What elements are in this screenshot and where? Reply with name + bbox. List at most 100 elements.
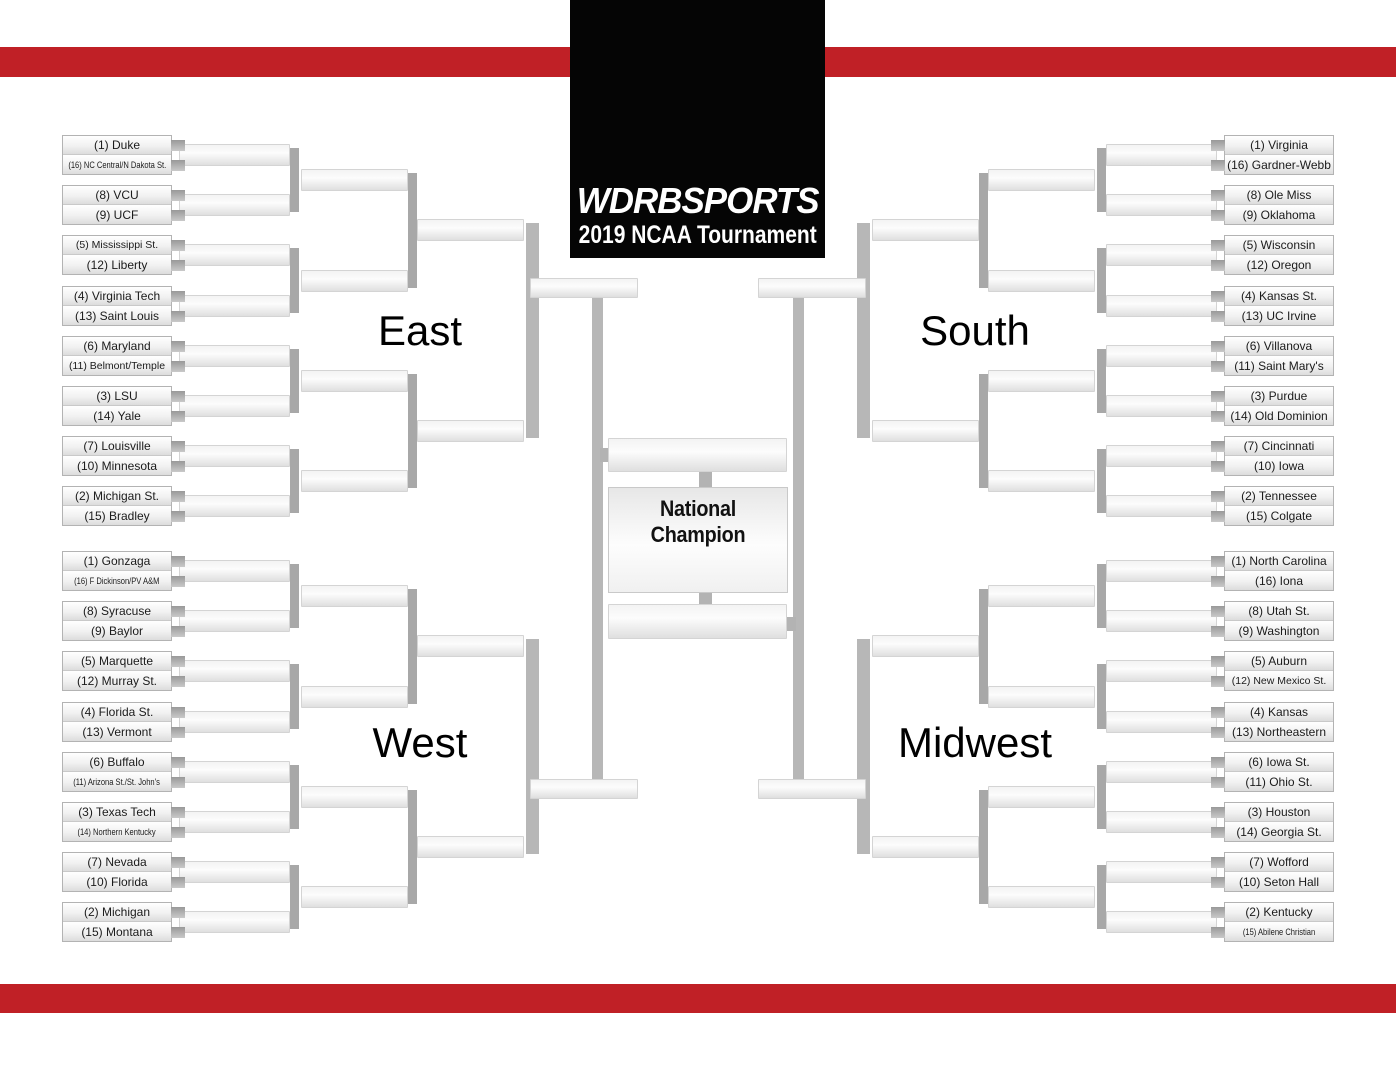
team-tab <box>1211 311 1225 322</box>
finalist-slot-top <box>608 438 787 472</box>
team-label: (12) New Mexico St. <box>1231 674 1327 687</box>
team-row: (15) Bradley <box>63 506 171 525</box>
team-row: (16) NC Central/N Dakota St. <box>63 155 171 174</box>
team-label: (16) F Dickinson/PV A&M <box>74 575 160 586</box>
team-label: (15) Montana <box>81 924 153 939</box>
sweet16-bar <box>301 169 408 191</box>
team-row: (3) Texas Tech <box>63 803 171 822</box>
elbow-connector <box>290 564 299 628</box>
team-tab <box>171 606 185 617</box>
team-label: (5) Mississippi St. <box>75 239 159 251</box>
team-row: (1) Duke <box>63 136 171 155</box>
sweet16-bar <box>301 585 408 607</box>
team-tab <box>171 877 185 888</box>
elbow-connector <box>408 589 417 704</box>
team-pair: (8) Utah St.(9) Washington <box>1224 601 1334 641</box>
team-tab <box>1211 291 1225 302</box>
team-pair: (2) Michigan (15) Montana <box>62 902 172 942</box>
team-label: (9) Oklahoma <box>1242 207 1316 222</box>
sweet16-bar <box>988 686 1095 708</box>
team-tab <box>171 907 185 918</box>
team-label: (11) Belmont/Temple <box>68 359 166 372</box>
team-label: (15) Colgate <box>1245 508 1313 523</box>
team-label: (6) Buffalo <box>89 755 145 769</box>
team-pair: (3) LSU(14) Yale <box>62 386 172 426</box>
team-label: (2) Michigan <box>83 905 151 919</box>
semifinal-line-right <box>793 288 804 790</box>
team-tab <box>171 626 185 637</box>
team-label: (8) Syracuse <box>82 604 152 618</box>
team-label: (5) Wisconsin <box>1242 238 1316 252</box>
team-row: (3) Houston <box>1225 803 1333 822</box>
elbow-connector <box>979 173 988 288</box>
team-label: (2) Tennessee <box>1241 489 1317 503</box>
team-pair: (1) North Carolina(16) Iona <box>1224 551 1334 591</box>
elbow-connector <box>290 765 299 829</box>
team-row: (6) Villanova <box>1225 337 1333 356</box>
team-label: (7) Louisville <box>83 439 151 453</box>
elbow-connector <box>1097 148 1106 212</box>
sweet16-bar <box>988 786 1095 808</box>
team-row: (8) Ole Miss <box>1225 186 1333 205</box>
team-tab <box>1211 827 1225 838</box>
team-label: (3) Houston <box>1247 805 1311 819</box>
team-tab <box>171 576 185 587</box>
team-tab <box>171 556 185 567</box>
team-row: (11) Saint Mary's <box>1225 356 1333 375</box>
team-pair: (1) Gonzaga(16) F Dickinson/PV A&M <box>62 551 172 591</box>
round2-bar <box>1106 244 1217 266</box>
team-tab <box>171 777 185 788</box>
team-row: (1) Virginia <box>1225 136 1333 155</box>
team-label: (6) Iowa St. <box>1248 755 1310 769</box>
sweet16-bar <box>301 270 408 292</box>
team-tab <box>171 807 185 818</box>
logo-wordmark: WDRBSPORTS <box>577 182 820 219</box>
team-label: (2) Kentucky <box>1245 905 1313 919</box>
regional-elbow <box>857 223 870 438</box>
regional-final-bar <box>530 779 638 799</box>
team-tab <box>171 676 185 687</box>
team-label: (3) Texas Tech <box>78 805 156 819</box>
team-tab <box>171 140 185 151</box>
team-label: (1) Virginia <box>1250 138 1308 152</box>
team-tab <box>1211 907 1225 918</box>
team-tab <box>1211 190 1225 201</box>
bottom-red-bar <box>0 984 1396 1013</box>
team-row: (11) Arizona St./St. John's <box>63 772 171 791</box>
team-pair: (5) Mississippi St.(12) Liberty <box>62 235 172 275</box>
team-row: (10) Iowa <box>1225 456 1333 475</box>
team-tab <box>171 491 185 502</box>
team-label: (10) Minnesota <box>76 458 158 473</box>
round2-bar <box>1106 610 1217 632</box>
national-champion-box: National Champion <box>608 487 788 593</box>
elbow-connector <box>290 248 299 313</box>
sweet16-bar <box>301 470 408 492</box>
team-tab <box>171 291 185 302</box>
team-tab <box>1211 807 1225 818</box>
elbow-connector <box>290 148 299 212</box>
team-row: (12) Oregon <box>1225 255 1333 274</box>
team-tab <box>1211 210 1225 221</box>
elbow-connector <box>979 790 988 904</box>
team-tab <box>1211 606 1225 617</box>
team-label: (10) Seton Hall <box>1238 874 1320 889</box>
logo-subtitle: 2019 NCAA Tournament <box>578 220 817 249</box>
team-tab <box>1211 707 1225 718</box>
team-label: (7) Nevada <box>87 855 147 869</box>
team-label: (5) Marquette <box>80 654 154 668</box>
round2-bar <box>1106 295 1217 317</box>
connector-tab-bottom <box>699 592 712 604</box>
regional-final-bar <box>758 278 866 298</box>
team-row: (11) Ohio St. <box>1225 772 1333 791</box>
team-row: (5) Auburn <box>1225 652 1333 671</box>
team-tab <box>171 707 185 718</box>
region-label-midwest: Midwest <box>897 719 1053 766</box>
team-row: (8) Syracuse <box>63 602 171 621</box>
team-row: (7) Louisville <box>63 437 171 456</box>
round2-bar <box>179 345 290 367</box>
region-label-west: West <box>372 719 468 766</box>
team-label: (14) Yale <box>93 408 141 423</box>
team-row: (15) Colgate <box>1225 506 1333 525</box>
team-label: (1) Duke <box>93 138 140 152</box>
round2-bar <box>1106 861 1217 883</box>
